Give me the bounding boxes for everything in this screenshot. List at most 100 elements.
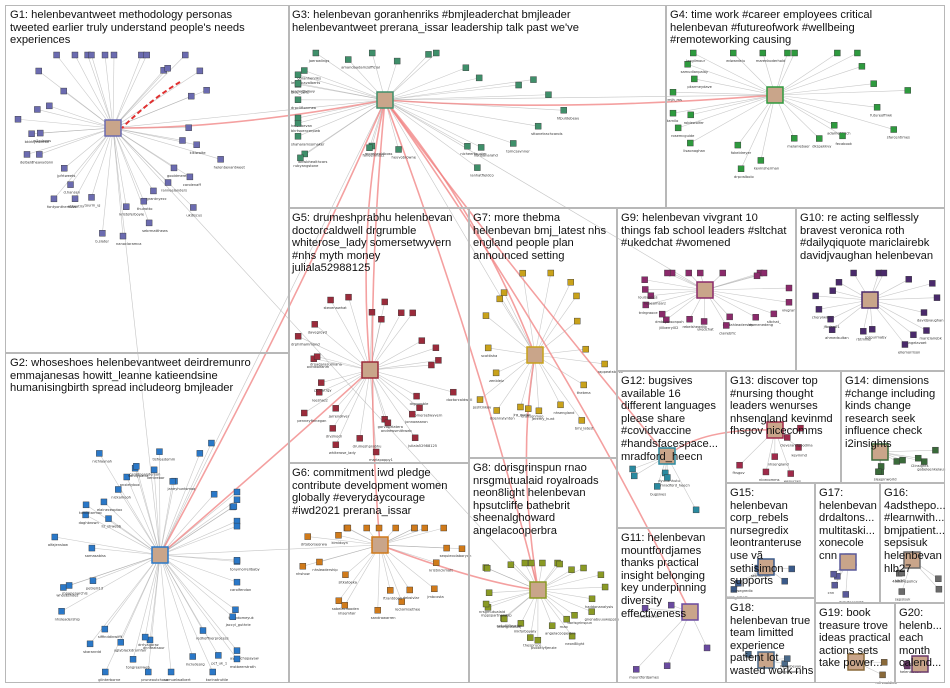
node-g8[interactable] xyxy=(507,561,515,568)
node-g2[interactable] xyxy=(101,625,109,633)
node-g14[interactable] xyxy=(899,456,906,464)
node-g3[interactable] xyxy=(294,96,302,103)
node-g3[interactable] xyxy=(530,76,537,83)
node-g13[interactable] xyxy=(797,424,804,432)
node-g1[interactable] xyxy=(36,151,43,158)
node-g7[interactable] xyxy=(496,295,504,303)
node-g5[interactable] xyxy=(413,392,420,400)
node-g8[interactable] xyxy=(482,600,490,608)
hub-node-g16[interactable] xyxy=(903,551,921,569)
node-g1[interactable] xyxy=(35,67,42,75)
node-g4[interactable] xyxy=(904,87,911,94)
node-g5[interactable] xyxy=(327,296,334,304)
hub-node-g2[interactable] xyxy=(151,546,169,564)
node-g2[interactable] xyxy=(210,490,218,498)
hub-node-g12[interactable] xyxy=(658,447,676,465)
node-g10[interactable] xyxy=(827,315,834,323)
node-g20[interactable] xyxy=(904,662,911,670)
node-g4[interactable] xyxy=(784,49,791,57)
node-g1[interactable] xyxy=(150,187,157,195)
node-g6[interactable] xyxy=(387,587,394,594)
node-g1[interactable] xyxy=(23,151,31,158)
node-g8[interactable] xyxy=(527,634,534,641)
hub-node-g8[interactable] xyxy=(529,581,547,599)
node-g1[interactable] xyxy=(145,219,153,227)
node-g14[interactable] xyxy=(875,468,882,475)
node-g10[interactable] xyxy=(815,306,823,313)
node-g4[interactable] xyxy=(854,49,861,57)
node-g8[interactable] xyxy=(571,612,578,619)
node-g1[interactable] xyxy=(14,116,22,123)
node-g2[interactable] xyxy=(141,633,149,641)
node-g2[interactable] xyxy=(232,606,239,613)
node-g2[interactable] xyxy=(129,656,137,663)
node-g1[interactable] xyxy=(53,51,60,59)
node-g6[interactable] xyxy=(335,597,343,604)
node-g10[interactable] xyxy=(929,280,936,287)
node-g2[interactable] xyxy=(123,473,130,481)
node-g3[interactable] xyxy=(368,49,376,57)
node-g3[interactable] xyxy=(462,64,470,71)
node-g10[interactable] xyxy=(835,279,843,286)
node-g5[interactable] xyxy=(378,315,385,323)
node-g10[interactable] xyxy=(910,331,917,338)
node-g3[interactable] xyxy=(294,80,302,87)
node-g17[interactable] xyxy=(831,581,838,589)
node-g8[interactable] xyxy=(539,559,546,567)
node-g1[interactable] xyxy=(185,124,192,131)
node-g1[interactable] xyxy=(110,51,118,59)
node-g6[interactable] xyxy=(316,558,323,566)
node-g4[interactable] xyxy=(737,165,745,172)
node-g8[interactable] xyxy=(588,595,596,603)
node-g5[interactable] xyxy=(332,405,339,412)
node-g3[interactable] xyxy=(477,144,485,151)
node-g16[interactable] xyxy=(935,585,943,593)
node-g2[interactable] xyxy=(233,647,241,654)
hub-node-g19[interactable] xyxy=(847,653,865,671)
hub-node-g3[interactable] xyxy=(376,91,394,109)
node-g1[interactable] xyxy=(67,181,74,188)
node-g2[interactable] xyxy=(169,478,176,485)
node-g3[interactable] xyxy=(294,71,302,79)
hub-node-g11[interactable] xyxy=(681,603,699,621)
node-g1[interactable] xyxy=(143,51,150,59)
node-g8[interactable] xyxy=(528,559,535,567)
node-g1[interactable] xyxy=(193,141,200,148)
node-g5[interactable] xyxy=(313,353,321,360)
node-g5[interactable] xyxy=(332,441,340,448)
node-g11[interactable] xyxy=(633,666,640,673)
node-g4[interactable] xyxy=(759,49,767,57)
node-g12[interactable] xyxy=(631,472,638,480)
node-g1[interactable] xyxy=(203,87,210,94)
node-g1[interactable] xyxy=(61,165,68,172)
node-g1[interactable] xyxy=(34,106,41,113)
node-g5[interactable] xyxy=(345,293,352,301)
node-g3[interactable] xyxy=(395,146,402,153)
node-g5[interactable] xyxy=(301,409,308,417)
node-g5[interactable] xyxy=(384,419,392,427)
node-g19[interactable] xyxy=(879,671,886,679)
node-g2[interactable] xyxy=(82,511,89,519)
node-g10[interactable] xyxy=(860,328,867,335)
node-g2[interactable] xyxy=(102,668,109,676)
node-g7[interactable] xyxy=(493,407,500,414)
node-g2[interactable] xyxy=(209,668,216,676)
node-g1[interactable] xyxy=(188,92,195,100)
node-g7[interactable] xyxy=(573,292,580,300)
hub-node-g13[interactable] xyxy=(766,421,784,439)
node-g6[interactable] xyxy=(440,524,447,532)
node-g3[interactable] xyxy=(301,67,308,74)
node-g2[interactable] xyxy=(88,544,96,552)
node-g4[interactable] xyxy=(816,135,823,142)
node-g3[interactable] xyxy=(475,74,483,82)
node-g7[interactable] xyxy=(547,269,555,277)
node-g1[interactable] xyxy=(119,232,127,240)
node-g9[interactable] xyxy=(663,316,670,323)
node-g1[interactable] xyxy=(164,179,172,186)
node-g10[interactable] xyxy=(829,287,836,294)
node-g2[interactable] xyxy=(58,608,65,615)
node-g11[interactable] xyxy=(668,601,675,609)
node-g6[interactable] xyxy=(299,563,307,570)
node-g4[interactable] xyxy=(690,49,697,57)
node-g2[interactable] xyxy=(100,498,108,506)
